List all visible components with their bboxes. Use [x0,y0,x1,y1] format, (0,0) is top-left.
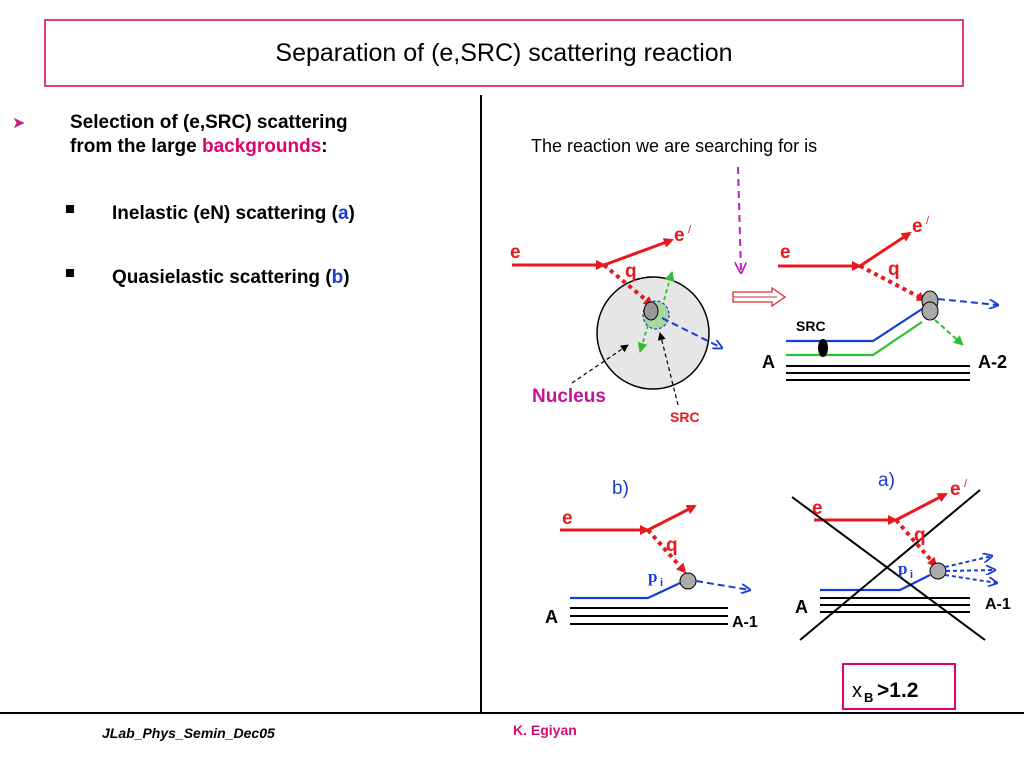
label-q: q [625,261,637,282]
svg-text:/: / [688,224,692,236]
svg-text:A-2: A-2 [978,352,1007,372]
svg-text:x: x [852,680,862,702]
panel-a-label: a) [878,470,895,491]
slide-title-box: Separation of (e,SRC) scattering reactio… [44,19,964,87]
svg-text:A: A [545,607,558,627]
svg-text:A-1: A-1 [985,596,1011,613]
scattered-electron [603,238,674,267]
vertical-divider [480,95,482,713]
svg-text:e: e [950,479,961,500]
virtual-photon [602,263,654,307]
sub-item-inelastic: Inelastic (eN) scattering (a) [112,203,355,224]
xb-condition-box: x B >1.2 [842,663,956,710]
svg-text:q: q [666,535,678,556]
svg-text:A: A [762,352,775,372]
svg-text:A: A [795,597,808,617]
cross-line [799,489,981,641]
svg-text:i: i [660,577,663,589]
footer-author: K. Egiyan [513,722,577,738]
reaction-caption: The reaction we are searching for is [531,136,817,156]
svg-text:e: e [780,242,791,263]
svg-text:p: p [648,567,657,586]
implies-arrow [732,286,787,308]
sub-item-quasielastic: Quasielastic scattering (b) [112,267,350,288]
footer-left: JLab_Phys_Semin_Dec05 [102,725,275,741]
svg-text:/: / [926,215,930,227]
svg-text:e: e [812,498,823,519]
bottom-rule [0,712,1024,714]
label-e-out: e [674,225,685,246]
svg-text:>1.2: >1.2 [877,679,918,702]
src-reaction-diagram: e e / q SRC A A-2 [762,215,1007,381]
svg-text:p: p [898,559,907,578]
svg-text:A-1: A-1 [732,614,758,631]
nucleus-diagram: e e / q Nucleus SRC [510,224,722,425]
svg-text:B: B [864,690,873,705]
label-e-in: e [510,242,521,263]
svg-text:e: e [562,508,573,529]
main-bullet-text: Selection of (e,SRC) scattering from the… [70,111,348,159]
svg-text:e: e [912,216,923,237]
backgrounds-highlight: backgrounds [201,136,322,157]
knocked-nucleon [661,317,722,348]
svg-text:/: / [964,478,968,490]
panel-b-label: b) [612,478,629,499]
panel-a-inelastic: a) e e / q p i A A-1 [791,470,1011,641]
src-label: SRC [670,409,700,425]
nucleus-circle [596,276,710,390]
svg-text:i: i [910,569,913,581]
square-bullet-icon [66,205,74,213]
svg-text:q: q [888,259,900,280]
dashed-pointer-arrow [738,166,741,272]
nucleus-label: Nucleus [532,386,606,407]
slide-title: Separation of (e,SRC) scattering reactio… [275,38,733,67]
main-bullet-line2: from the large backgrounds: [70,136,328,157]
panel-b-quasielastic: b) e q p i A A-1 [545,478,758,631]
main-bullet-line1: Selection of (e,SRC) scattering [70,112,348,133]
svg-text:SRC: SRC [796,318,826,334]
arrow-bullet-icon: ➤ [12,115,26,132]
cross-line [791,496,986,641]
square-bullet-icon [66,269,74,277]
svg-text:q: q [914,525,926,546]
